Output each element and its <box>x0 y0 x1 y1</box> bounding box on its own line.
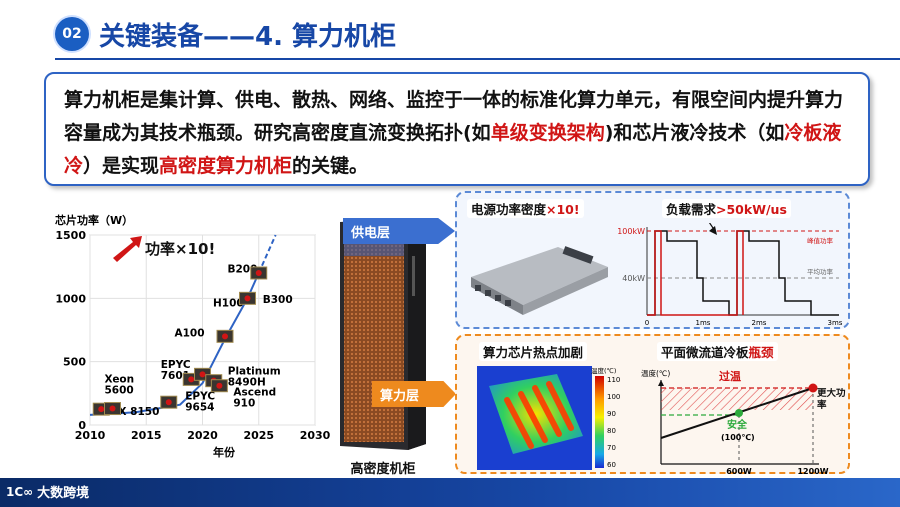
desc-highlight-rack: 高密度算力机柜 <box>159 155 293 177</box>
wave-y-high: 100kW <box>617 227 645 236</box>
chart-point <box>216 382 223 389</box>
chart-ytick-label: 1000 <box>55 292 86 305</box>
load-demand-label: 负载需求>50kW/us <box>662 199 791 218</box>
compute-layer-label: 算力层 <box>380 388 420 404</box>
footer-bar <box>0 478 900 507</box>
chart-annotation: 功率×10! <box>113 236 215 262</box>
desc-part4: 的关键。 <box>292 155 369 177</box>
chart-xlabel: 年份 <box>213 445 236 459</box>
page-title: 关键装备——4. 算力机柜 <box>99 21 397 52</box>
chip-power-chart: 芯片功率（W） 年份 2010 2015 2020 2025 2030 0 500 1000 1… <box>55 213 330 459</box>
desc-highlight-single-stage: 单级变换架构 <box>490 122 605 144</box>
power-density-label: 电源功率密度×10! <box>467 199 584 218</box>
desc-part3: ）是实现 <box>83 155 160 177</box>
chart-xtick-label: 2030 <box>300 429 330 442</box>
chart-xtick-label: 2010 <box>75 429 106 442</box>
colorbar-tick-90: 90 <box>607 410 616 418</box>
rack-caption: 高密度机柜 <box>350 462 416 477</box>
chart-point-label: A100 <box>175 327 205 339</box>
chart-point <box>199 371 206 378</box>
chart-xtick-label: 2025 <box>243 429 274 442</box>
brand: 1C∞ 大数跨境 <box>6 482 90 502</box>
desc-part1: 算力机柜是集计算、供电、散热、网络、监控于一体的标准化算力单元，有限空间内提升算… <box>64 89 844 144</box>
colorbar-tick-60: 60 <box>607 461 616 469</box>
wave-x-0: 0 <box>645 319 649 327</box>
brand-name: 大数跨境 <box>37 486 90 501</box>
wave-x-3: 3ms <box>828 319 843 327</box>
power-module-image <box>471 246 608 315</box>
chart-annotation-text: 功率×10! <box>145 240 215 258</box>
chart-grid <box>89 234 316 426</box>
chart-ticks: 2010 2015 2020 2025 2030 0 500 1000 1500 <box>55 229 330 442</box>
overheat-point <box>808 383 818 393</box>
brand-logo-icon: 1C∞ <box>6 484 34 499</box>
safe-point <box>735 409 743 417</box>
desc-highlight-cold-plate: 冷板液冷 <box>64 122 842 177</box>
chart-point <box>109 405 116 412</box>
colorbar-tick-80: 80 <box>607 427 616 435</box>
title-underline <box>55 58 900 60</box>
hotspot-label: 算力芯片热点加剧 <box>479 342 588 361</box>
colorbar-tick-70: 70 <box>607 444 616 452</box>
desc-part2: )和芯片液冷技术（如 <box>604 122 785 144</box>
chart-ylabel: 芯片功率（W） <box>55 213 133 227</box>
compute-layer-arrow: 算力层 <box>372 381 456 407</box>
chart-point-label: H100 <box>213 297 244 309</box>
safe-label: 安全 <box>727 418 748 431</box>
colorbar-tick-110: 110 <box>607 376 620 384</box>
section-badge: 02 <box>55 17 89 51</box>
graph-x-600w: 600W <box>726 467 752 476</box>
chart-xtick-label: 2020 <box>187 429 218 442</box>
title-row: 02 关键装备——4. 算力机柜 <box>55 14 396 54</box>
graph-x-1200w: 1200W <box>797 467 828 476</box>
coldplate-label: 平面微流道冷板瓶颈 <box>657 342 778 361</box>
chart-point-label: B300 <box>263 294 293 306</box>
safe-temp-label: (100℃) <box>721 433 755 442</box>
chart-point-label: FX 8150 <box>111 406 159 418</box>
colorbar-tick-100: 100 <box>607 393 620 401</box>
chart-trend-projection <box>257 234 277 274</box>
chart-point <box>165 399 172 406</box>
load-waveform: 100kW 40kW 峰值功率 平均功率 0 1ms 2ms 3ms <box>617 223 843 327</box>
thermal-map-image: 温度(℃) 110 100 90 80 70 60 <box>477 366 620 470</box>
chart-point <box>244 295 251 302</box>
graph-ylabel: 温度(℃) <box>641 368 670 378</box>
power-layer-arrow: 供电层 <box>343 218 455 244</box>
wave-y-low: 40kW <box>622 274 645 283</box>
chart-point <box>98 406 105 413</box>
power-layer-label: 供电层 <box>351 225 391 241</box>
chart-ytick-label: 0 <box>78 419 86 432</box>
wave-x-2: 2ms <box>752 319 767 327</box>
over-temp-label: 过温 <box>719 369 741 383</box>
chart-point <box>255 270 262 276</box>
chart-point <box>222 333 228 340</box>
arrow-up-icon <box>113 236 142 262</box>
chart-ytick-label: 1500 <box>55 229 86 242</box>
more-power-label: 更大功率 <box>817 388 846 411</box>
description-box: 算力机柜是集计算、供电、散热、网络、监控于一体的标准化算力单元，有限空间内提升算… <box>44 72 870 186</box>
chart-ytick-label: 500 <box>63 356 86 369</box>
more-power-label-wrap: 更大功率 <box>817 388 846 411</box>
colorbar-title: 温度(℃) <box>591 366 616 375</box>
wave-x-1: 1ms <box>696 319 711 327</box>
chart-xtick-label: 2015 <box>131 429 162 442</box>
wave-avg-label: 平均功率 <box>807 267 834 276</box>
server-rack-image <box>340 218 426 450</box>
coldplate-graph: 温度(℃) 过温 安全 (100℃) 更大功率 600W 1200W <box>641 368 846 476</box>
chart-point-label: B200 <box>228 263 258 275</box>
chart-point <box>188 376 195 383</box>
wave-peak-label: 峰值功率 <box>807 236 834 245</box>
cooling-panel: 算力芯片热点加剧 平面微流道冷板瓶颈 温度(℃) 110 100 90 80 7… <box>455 334 850 476</box>
power-panel: 电源功率密度×10! 负载需求>50kW/us 100kW 40kW 峰值功率 … <box>455 191 850 329</box>
